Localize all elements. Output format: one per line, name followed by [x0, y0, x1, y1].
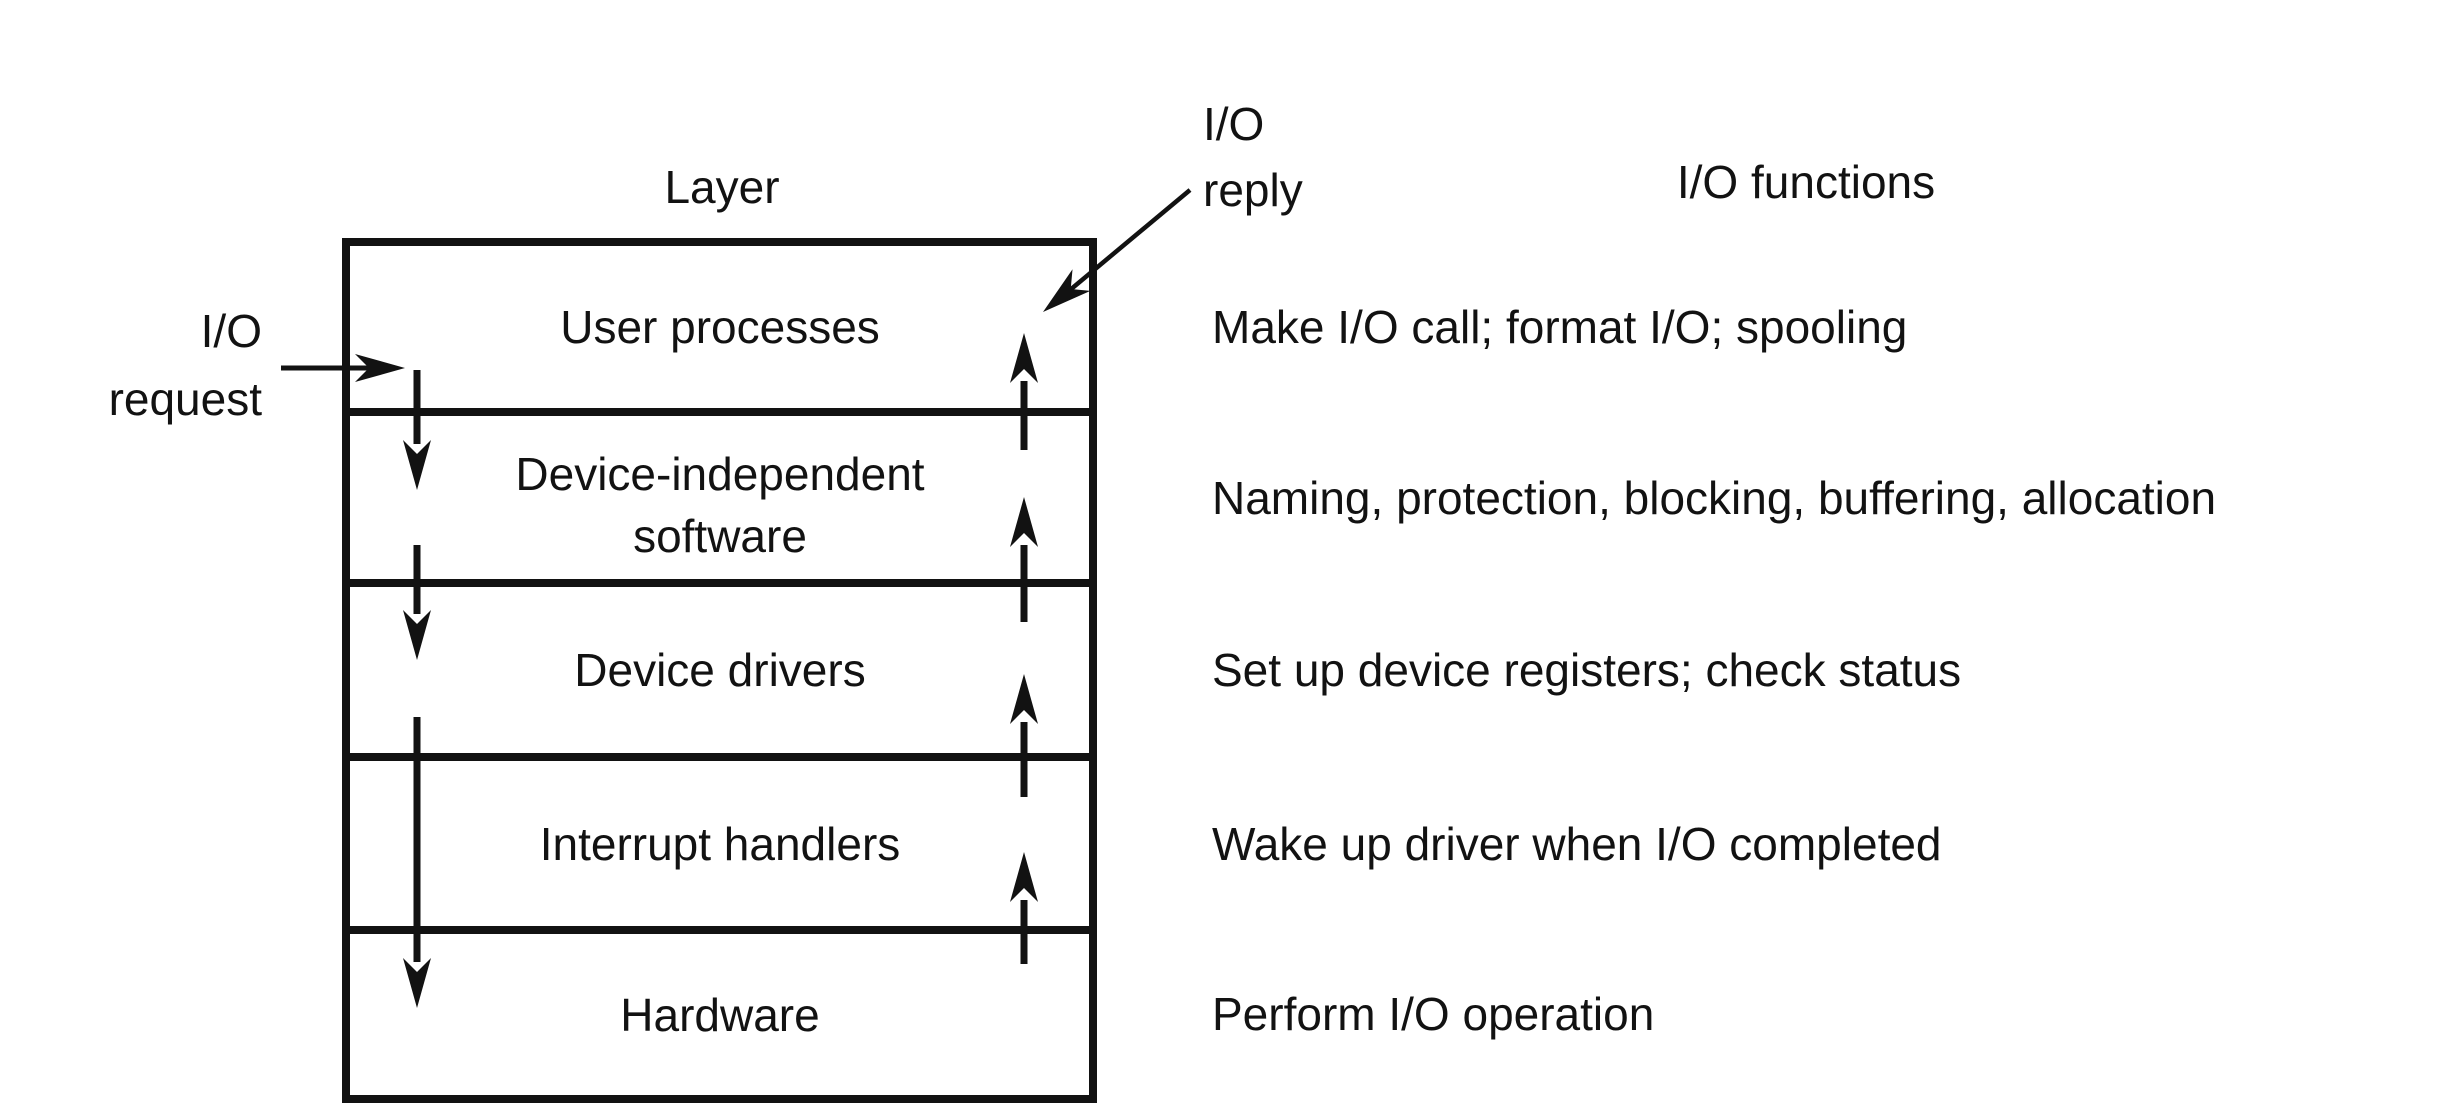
io-reply-label-line1: I/O	[1203, 98, 1264, 150]
io-request-label-line2: request	[109, 373, 263, 425]
io-reply-arrowhead	[1043, 269, 1091, 312]
request-flow-arrowhead-1	[403, 440, 431, 490]
io-request-arrowhead	[355, 354, 405, 382]
io-reply-label-line2: reply	[1203, 164, 1303, 216]
reply-flow-arrowhead-4	[1010, 852, 1038, 902]
layer-label-user-processes: User processes	[560, 301, 880, 353]
column-header-layer: Layer	[664, 161, 779, 213]
reply-flow-arrowhead-2	[1010, 497, 1038, 547]
layer-label-device-drivers: Device drivers	[574, 644, 865, 696]
function-label-hardware: Perform I/O operation	[1212, 988, 1654, 1040]
function-label-interrupt-handlers: Wake up driver when I/O completed	[1212, 818, 1942, 870]
layer-label-interrupt-handlers: Interrupt handlers	[540, 818, 901, 870]
request-flow-arrowhead-2	[403, 610, 431, 660]
layer-label-hardware: Hardware	[620, 989, 819, 1041]
function-label-device-drivers: Set up device registers; check status	[1212, 644, 1961, 696]
reply-flow-arrowhead-3	[1010, 674, 1038, 724]
reply-flow-arrowhead-1	[1010, 333, 1038, 383]
io-request-label-line1: I/O	[201, 305, 262, 357]
function-label-device-independent: Naming, protection, blocking, buffering,…	[1212, 472, 2216, 524]
layers-box-outline	[342, 238, 1097, 1103]
function-label-user-processes: Make I/O call; format I/O; spooling	[1212, 301, 1907, 353]
layer-label-device-independent-line1: Device-independent	[515, 448, 924, 500]
column-header-io-functions: I/O functions	[1677, 156, 1935, 208]
layer-label-device-independent-line2: software	[633, 510, 807, 562]
request-flow-arrowhead-3	[403, 958, 431, 1008]
